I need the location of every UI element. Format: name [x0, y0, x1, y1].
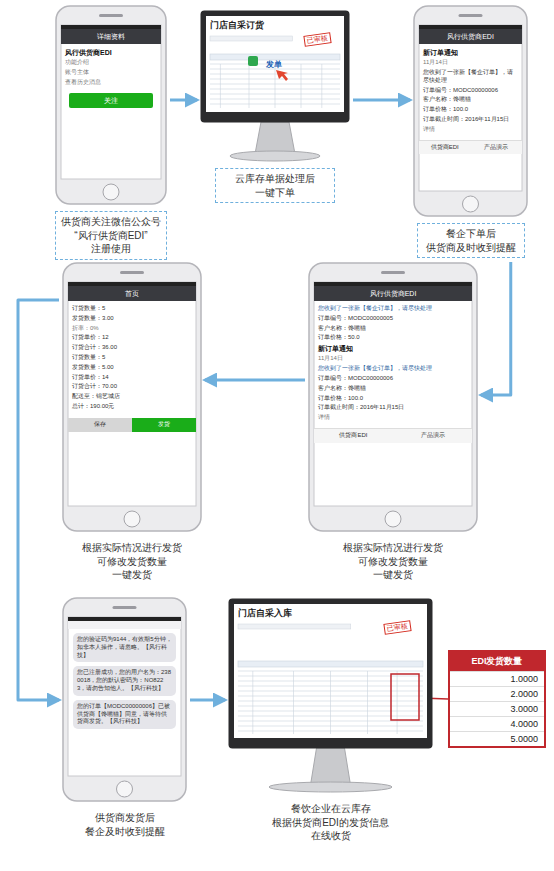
screen-text: 功能介绍 — [61, 58, 161, 68]
flow-arrow — [18, 300, 59, 700]
data-table: EDI发货数量1.00002.00003.00004.00005.0000 — [448, 650, 546, 748]
step-caption: 根据实际情况进行发货 可修改发货数量 一键发货 — [339, 538, 447, 585]
screen-text: 查看历史消息 — [61, 78, 161, 88]
step-caption: 餐饮企业在云库存 根据供货商EDI的发货信息 在线收货 — [268, 799, 393, 846]
screen-text: 已审核 — [303, 32, 331, 47]
screen-text: 新订单通知 — [314, 343, 472, 354]
screen-text: 发单 — [266, 60, 282, 70]
screen-text: 您的验证码为9144，有效期5分钟，如非本人操作，请忽略。【风行科技】 — [73, 633, 176, 662]
table-cell: 4.0000 — [450, 716, 544, 731]
table-cell: 3.0000 — [450, 701, 544, 716]
step-caption: 根据实际情况进行发货 可修改发货数量 一键发货 — [78, 538, 186, 585]
screen-text: 您收到了一张新【餐企订单】，请尽快处理 — [314, 304, 472, 314]
monitor-screenshot: 门店自采入库已审核餐饮企业在云库存 根据供货商EDI的发货信息 在线收货 — [228, 598, 433, 847]
screen-text: 订货数量：5 — [68, 304, 196, 314]
flow-arrow — [353, 99, 410, 102]
screen-text: 订单编号：MODC00000005 — [314, 314, 472, 324]
screen-text: 订单截止时间：2016年11月15日 — [314, 403, 472, 413]
phone-screenshot: 您的验证码为9144，有效期5分钟，如非本人操作，请忽略。【风行科技】您已注册成… — [62, 597, 187, 842]
screen-text: 11月14日 — [314, 354, 472, 364]
screen-text: 风行供货商EDI — [419, 29, 522, 44]
screen-text: 订单价格：100.0 — [314, 394, 472, 404]
screen-text: 11月14日 — [419, 58, 522, 68]
screen-text: 订单截止时间：2016年11月15日 — [419, 115, 522, 125]
screen: 首页订货数量：5发货数量：3.00折率：0%订货单价：12订货合计：36.00订… — [68, 286, 196, 506]
screen-text: 总计：190.00元 — [68, 402, 196, 412]
phone-screenshot: 风行供货商EDI 您收到了一张新【餐企订单】，请尽快处理订单编号：MODC0000… — [308, 262, 478, 586]
screen-text: 风行供货商EDI — [61, 47, 161, 58]
step-caption: 供货商发货后 餐企及时收到提醒 — [75, 808, 175, 841]
screen: 门店自采入库已审核 — [234, 604, 427, 738]
screen-text: 订货单价：12 — [68, 333, 196, 343]
screen: 您的验证码为9144，有效期5分钟，如非本人操作，请忽略。【风行科技】您已注册成… — [68, 629, 181, 776]
screen-text: 账号主体 — [61, 68, 161, 78]
screen-text: 您收到了一张新【餐企订单】，请尽快处理 — [314, 364, 472, 374]
screen-text: 订单编号：MODC00000006 — [419, 86, 522, 96]
table-header: EDI发货数量 — [450, 652, 544, 671]
screen-text: 客户名称：馋嘴猫 — [314, 384, 472, 394]
screen-text: 发货数量：3.00 — [68, 314, 196, 324]
screen-text: 发货 — [132, 418, 196, 432]
screen-text: 您的订单【MODC00000006】已被供货商【馋嘴猫】同意，请等待供货商发货。… — [73, 700, 176, 729]
screen-text: 您收到了一张新【餐企订单】，请尽快处理 — [419, 68, 522, 86]
screen-text: 供货商EDI — [419, 140, 471, 155]
screen-text: 保存 — [68, 418, 132, 432]
screen-text: 风行供货商EDI — [314, 286, 472, 301]
screen-text: 关注 — [69, 93, 153, 108]
flow-arrow — [190, 699, 225, 702]
screen-text: 订货合计：36.00 — [68, 343, 196, 353]
screen-text: 订单价格：100.0 — [419, 105, 522, 115]
phone-screenshot: 风行供货商EDI新订单通知11月14日您收到了一张新【餐企订单】，请尽快处理订单… — [413, 5, 528, 259]
flow-arrow — [481, 262, 511, 395]
screen-text: 客户名称：馋嘴猫 — [314, 324, 472, 334]
phone-screenshot: 详细资料风行供货商EDI功能介绍账号主体查看历史消息关注供货商关注微信公众号 “… — [55, 5, 167, 261]
screen: 详细资料风行供货商EDI功能介绍账号主体查看历史消息关注 — [61, 29, 161, 179]
monitor-screenshot: 门店自采订货已审核发单云库存单据处理后 一键下单 — [200, 10, 350, 204]
screen-text: 客户名称：馋嘴猫 — [419, 95, 522, 105]
screen: 风行供货商EDI新订单通知11月14日您收到了一张新【餐企订单】，请尽快处理订单… — [419, 29, 522, 191]
screen-text: 供货商EDI — [314, 428, 393, 443]
screen-text: 门店自采入库 — [238, 608, 292, 620]
screen-text: 配送至：锦艺城店 — [68, 392, 196, 402]
table-cell: 2.0000 — [450, 686, 544, 701]
screen-text: 门店自采订货 — [210, 20, 264, 32]
step-caption: 餐企下单后 供货商及时收到提醒 — [417, 223, 525, 258]
screen-text: 订单编号：MODC00000006 — [314, 374, 472, 384]
screen-text: 详情 — [419, 125, 522, 135]
screen-text: 详细资料 — [61, 29, 161, 44]
screen-text: 您已注册成功，您的用户名为：2380018，您的默认密码为：NO8223，请勿告… — [73, 666, 176, 695]
flow-arrow — [170, 99, 197, 102]
flow-arrow — [205, 379, 305, 382]
screen-text: 发货数量：5.00 — [68, 363, 196, 373]
screen-text: 折率：0% — [68, 324, 196, 334]
step-caption: 云库存单据处理后 一键下单 — [215, 168, 335, 203]
screen-text: 首页 — [68, 286, 196, 301]
screen: 门店自采订货已审核发单 — [206, 16, 344, 112]
screen-text: 订货数量：5 — [68, 353, 196, 363]
screen-text: 详情 — [314, 413, 472, 423]
screen-text: 已审核 — [383, 620, 411, 635]
screen-text: 订货单价：14 — [68, 373, 196, 383]
screen-text: 产品演示 — [471, 140, 523, 155]
table-cell: 1.0000 — [450, 671, 544, 686]
table-cell: 5.0000 — [450, 731, 544, 746]
step-caption: 供货商关注微信公众号 “风行供货商EDI” 注册使用 — [55, 211, 167, 260]
screen-text: 订货合计：70.00 — [68, 382, 196, 392]
screen-text: 产品演示 — [393, 428, 472, 443]
screen: 风行供货商EDI 您收到了一张新【餐企订单】，请尽快处理订单编号：MODC0000… — [314, 286, 472, 506]
screen-text: 订单价格：50.0 — [314, 333, 472, 343]
phone-screenshot: 首页订货数量：5发货数量：3.00折率：0%订货单价：12订货合计：36.00订… — [62, 262, 202, 586]
screen-text: 新订单通知 — [419, 47, 522, 58]
